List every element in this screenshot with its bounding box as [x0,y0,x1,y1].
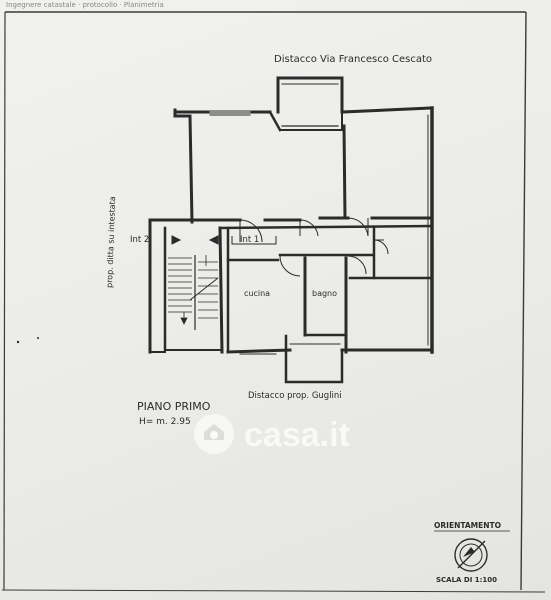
left-distance-label: prop. ditta su intestata [105,196,117,288]
int1-marker [231,236,277,245]
orientation-title: ORIENTAMENTO [434,521,501,530]
header-text: Ingegnere catastale · protocollo · Plani… [6,1,164,9]
walls [148,76,434,384]
orientation-block: ORIENTAMENTO SCALA DI 1:100 [434,521,510,584]
page-border [1,11,546,593]
int2-label: Int 2 [130,235,149,245]
scale-label: SCALA DI 1:100 [436,576,497,584]
floor-height-label: H= m. 2.95 [139,417,191,427]
bottom-distance-label: Distacco prop. Guglini [248,391,342,401]
floor-name-label: PIANO PRIMO [137,400,211,413]
watermark-text: casa.it [244,416,350,454]
cucina-label: cucina [244,289,270,298]
stray-marks [16,337,39,344]
door-swings [171,217,389,277]
bagno-label: bagno [312,289,337,298]
casa-it-watermark: casa.it [194,414,350,454]
north-arrow-icon [454,538,488,572]
top-distance-label: Distacco Via Francesco Cescato [274,54,432,65]
int1-label: Int 1 [240,235,259,245]
staircase [168,255,219,330]
